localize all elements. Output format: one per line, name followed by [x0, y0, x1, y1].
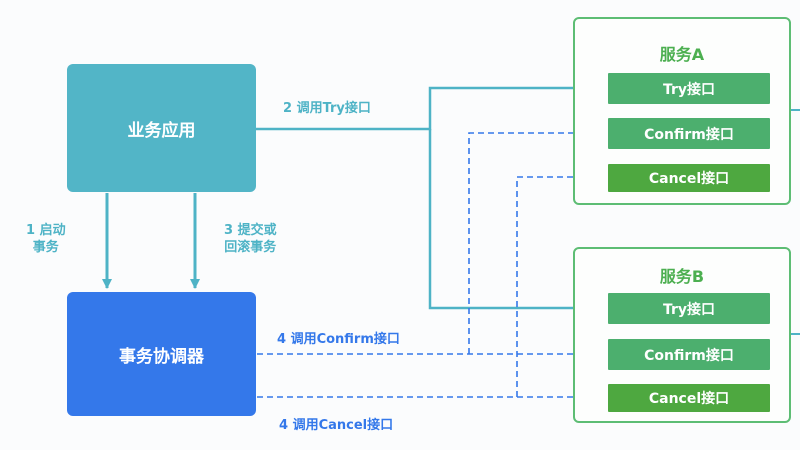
business-app-node[interactable]: 业务应用 — [67, 64, 256, 192]
commit-rollback-label: 3 提交或 回滚事务 — [224, 222, 277, 256]
commit-rollback-line2: 回滚事务 — [224, 240, 277, 255]
service-b-confirm-interface[interactable]: Confirm接口 — [608, 339, 770, 370]
call-confirm-label: 4 调用Confirm接口 — [277, 332, 400, 347]
start-tx-label: 1 启动 事务 — [26, 222, 66, 256]
commit-rollback-line1: 3 提交或 — [224, 223, 277, 238]
call-cancel-label: 4 调用Cancel接口 — [279, 418, 394, 433]
service-b-cancel-interface[interactable]: Cancel接口 — [608, 384, 770, 412]
service-a-cancel-interface[interactable]: Cancel接口 — [608, 164, 770, 192]
service-b-title: 服务B — [659, 267, 705, 286]
service-a-title: 服务A — [659, 45, 705, 64]
tx-coordinator-node[interactable]: 事务协调器 — [67, 292, 256, 416]
service-b-try-interface[interactable]: Try接口 — [608, 293, 770, 324]
edge-try-b — [428, 129, 605, 313]
edge-try-a — [256, 83, 605, 131]
start-tx-line2: 事务 — [32, 240, 59, 255]
edge-cancel-a — [516, 172, 605, 397]
service-a-container[interactable]: 服务A Try接口 Confirm接口 Cancel接口 — [573, 17, 791, 205]
call-try-label: 2 调用Try接口 — [283, 101, 371, 116]
service-a-confirm-interface[interactable]: Confirm接口 — [608, 118, 770, 149]
service-a-try-interface[interactable]: Try接口 — [608, 73, 770, 104]
service-b-container[interactable]: 服务B Try接口 Confirm接口 Cancel接口 — [573, 247, 791, 423]
tx-coordinator-label: 事务协调器 — [119, 346, 204, 367]
edge-confirm-a — [468, 128, 605, 354]
start-tx-line1: 1 启动 — [26, 223, 66, 238]
business-app-label: 业务应用 — [127, 120, 196, 141]
